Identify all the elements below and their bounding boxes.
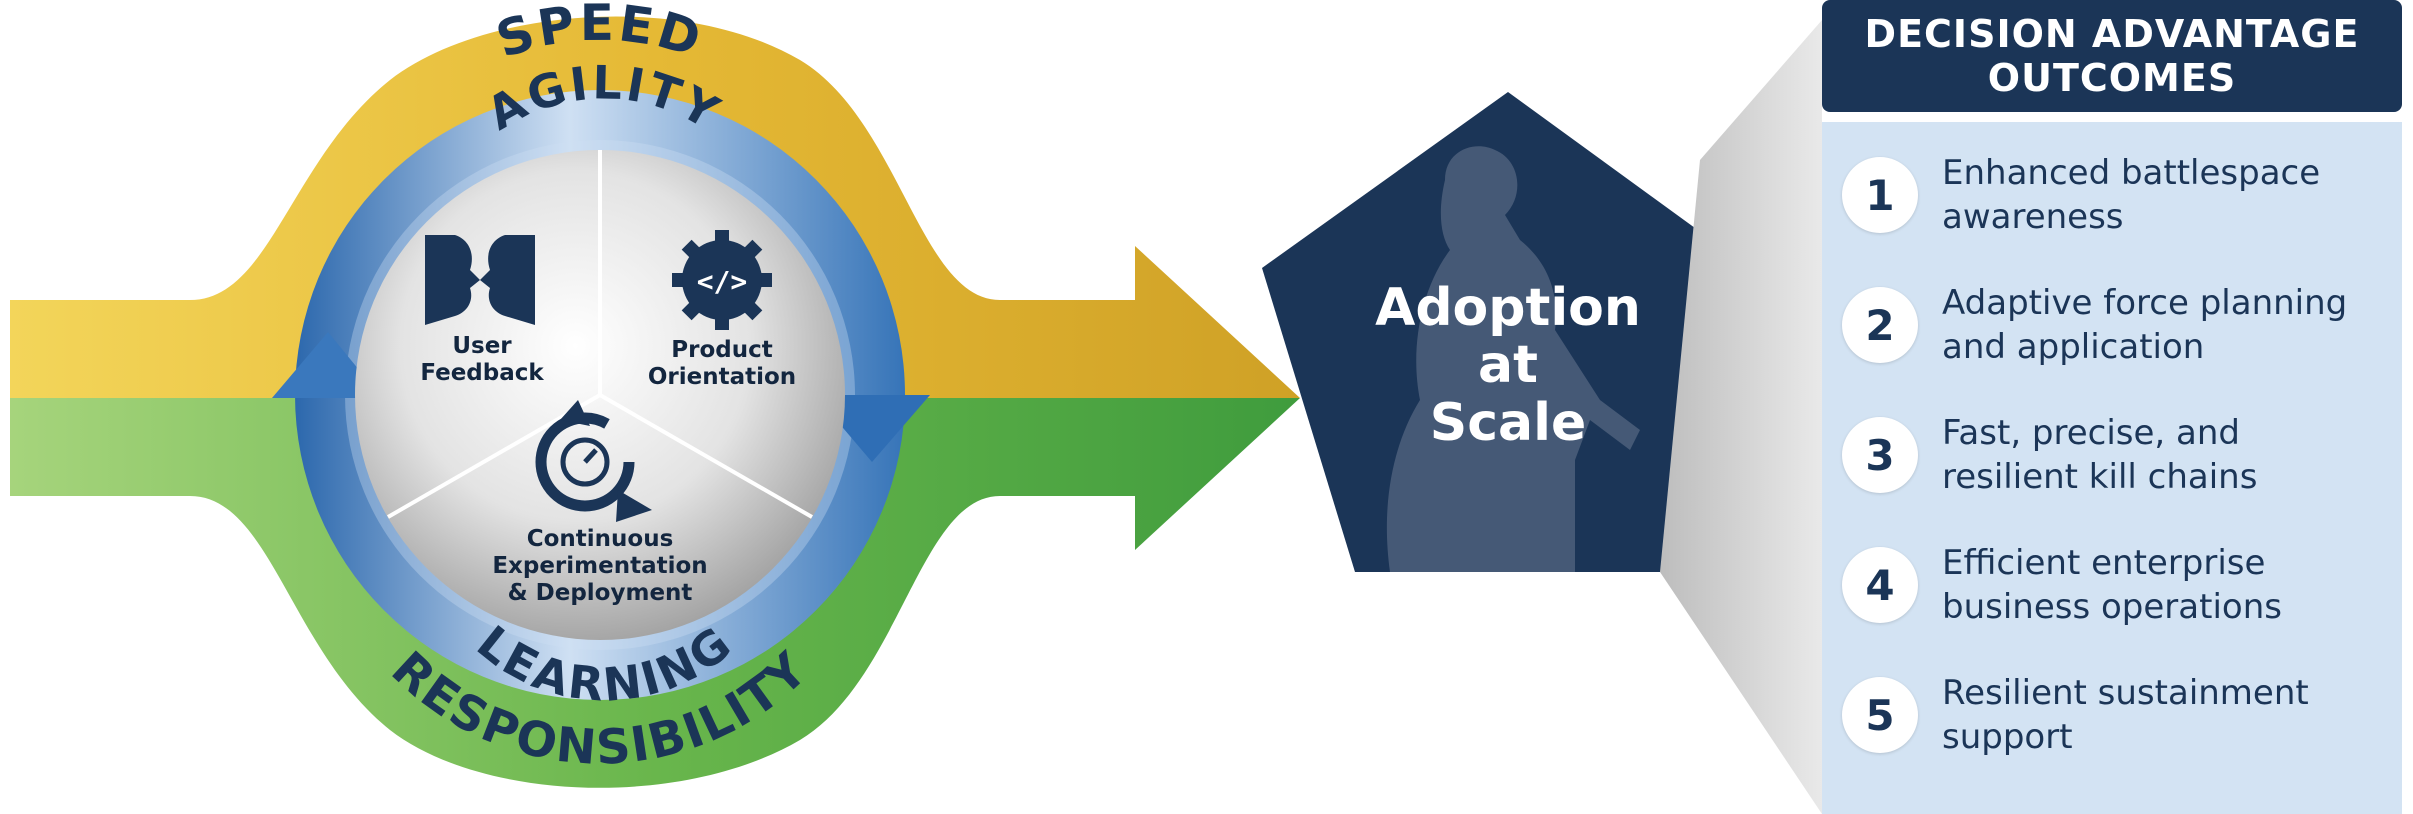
faces-icon <box>425 235 535 325</box>
outcome-text: Adaptive force planning and application <box>1942 281 2362 369</box>
outcome-number: 3 <box>1842 417 1918 493</box>
segment-user-feedback-line2: Feedback <box>420 360 544 386</box>
outcome-line1: Efficient enterprise <box>1942 543 2266 583</box>
outcome-line2: awareness <box>1942 197 2124 237</box>
outcomes-header: DECISION ADVANTAGE OUTCOMES <box>1822 0 2402 112</box>
outcome-number: 5 <box>1842 677 1918 753</box>
outcome-number: 2 <box>1842 287 1918 363</box>
outcome-line2: resilient kill chains <box>1942 457 2258 497</box>
ring-arrowhead-left <box>272 332 382 398</box>
segment-user-feedback-line1: User <box>452 333 512 359</box>
outcome-item: 3 Fast, precise, and resilient kill chai… <box>1842 400 2392 510</box>
outcome-item: 5 Resilient sustainment support <box>1842 660 2392 770</box>
refresh-gauge-icon <box>535 400 652 522</box>
segment-continuous-line2: Experimentation <box>492 553 707 579</box>
outcome-line1: Enhanced battlespace <box>1942 153 2321 193</box>
outcome-text: Enhanced battlespace awareness <box>1942 151 2362 239</box>
outcomes-list: 1 Enhanced battlespace awareness 2 Adapt… <box>1822 122 2402 814</box>
svg-text:</>: </> <box>697 265 748 298</box>
outcome-number: 1 <box>1842 157 1918 233</box>
pentagon-line3: Scale <box>1430 393 1586 453</box>
outcomes-header-line1: DECISION ADVANTAGE <box>1864 12 2360 56</box>
outcome-line1: Fast, precise, and <box>1942 413 2241 453</box>
outcome-number: 4 <box>1842 547 1918 623</box>
outcome-line1: Adaptive force planning <box>1942 283 2348 323</box>
code-gear-icon: </> <box>672 230 772 330</box>
soldier-silhouette <box>1386 146 1640 572</box>
segment-product-orientation-line1: Product <box>671 337 772 363</box>
outcomes-panel: DECISION ADVANTAGE OUTCOMES 1 Enhanced b… <box>1822 0 2404 814</box>
outcome-item: 2 Adaptive force planning and applicatio… <box>1842 270 2392 380</box>
outcome-text: Fast, precise, and resilient kill chains <box>1942 411 2362 499</box>
outcome-line2: business operations <box>1942 587 2282 627</box>
outcome-text: Efficient enterprise business operations <box>1942 541 2362 629</box>
outcome-line2: and application <box>1942 327 2205 367</box>
segment-continuous-line3: & Deployment <box>508 580 693 606</box>
outcome-text: Resilient sustainment support <box>1942 671 2362 759</box>
outcomes-header-line2: OUTCOMES <box>1987 56 2237 100</box>
projection-beam <box>1660 20 1822 814</box>
outcome-item: 1 Enhanced battlespace awareness <box>1842 140 2392 250</box>
segment-product-orientation-line2: Orientation <box>648 364 796 390</box>
pentagon-line1: Adoption <box>1375 278 1641 338</box>
outcome-line2: support <box>1942 717 2073 757</box>
outcome-line1: Resilient sustainment <box>1942 673 2309 713</box>
outcome-item: 4 Efficient enterprise business operatio… <box>1842 530 2392 640</box>
segment-continuous-line1: Continuous <box>527 526 674 552</box>
pentagon-line2: at <box>1478 335 1538 395</box>
